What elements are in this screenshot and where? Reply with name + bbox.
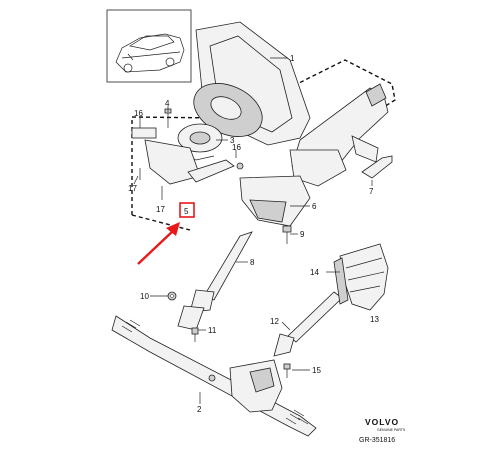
bolt-11 [191,327,199,342]
volvo-tagline: GENUINE PARTS [377,428,406,432]
label-16-left: 16 [134,109,143,118]
steering-rack [111,315,317,437]
label-14: 14 [310,268,319,277]
label-16-right: 16 [232,143,241,152]
label-10: 10 [140,292,149,301]
label-12: 12 [270,317,279,326]
car-thumbnail [106,9,192,83]
label-15: 15 [312,366,321,375]
steering-wheel [193,21,311,146]
screw-15 [283,363,291,378]
stalk-lever [361,155,393,179]
label-13: 13 [370,315,379,324]
diagram-code: GR-351816 [359,437,395,444]
label-7: 7 [369,187,374,196]
label-6: 6 [312,202,317,211]
rubber-boot [333,243,389,311]
column-switch-left [131,127,244,200]
intermediate-shaft [177,231,253,331]
clock-spring [177,123,223,161]
label-9: 9 [300,230,305,239]
bolt-9 [282,225,292,244]
label-1: 1 [290,54,295,63]
label-4: 4 [165,99,170,108]
label-8: 8 [250,258,255,267]
leader-lines [133,57,373,404]
nut-10 [167,291,177,301]
label-5: 5 [184,207,189,216]
highlighted-part-5: 5 [137,202,195,265]
label-2: 2 [197,405,202,414]
steering-column [239,83,389,227]
label-17-lower: 17 [156,205,165,214]
red-arrowhead [166,222,180,236]
label-3: 3 [230,136,235,145]
label-17-upper: 17 [128,184,137,193]
label-11: 11 [208,326,217,335]
red-arrow [137,229,175,265]
volvo-logo-text: VOLVO [365,417,399,427]
